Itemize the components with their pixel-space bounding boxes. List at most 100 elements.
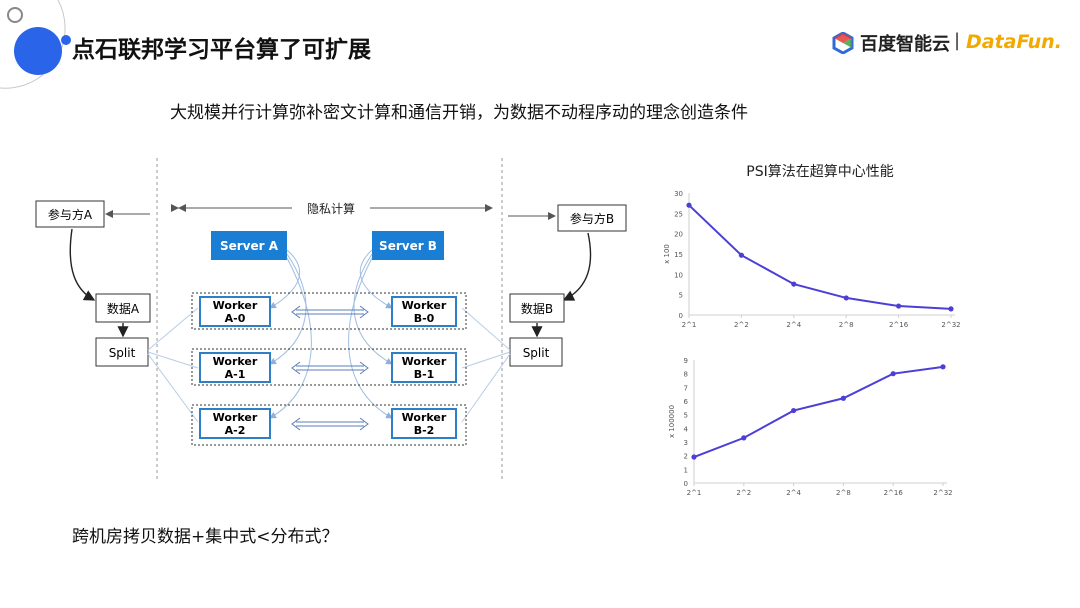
split-a-box [95, 337, 149, 367]
worker-a-2-box [199, 408, 271, 439]
worker-b-2-line1: Worker [402, 411, 447, 424]
chart-2-y-tick-9: 9 [684, 357, 688, 365]
chart-1-x-tick-2: 2^4 [786, 321, 801, 329]
slide-footer: 跨机房拷贝数据+集中式<分布式？ [72, 527, 339, 547]
chart-1-y-tick-6: 30 [674, 190, 683, 198]
deco-ring [7, 7, 23, 23]
split-fan-lines [147, 307, 511, 423]
federated-architecture-diagram: 隐私计算 参与方A 参与方B 数据A 数据B Split Split Serve… [35, 158, 627, 480]
data-b-box [509, 293, 565, 323]
server-b-label: Server B [379, 239, 437, 253]
chart-2-point-3 [840, 395, 846, 401]
chart-2-x-tick-1: 2^2 [736, 489, 751, 497]
chart-2-y-tick-0: 0 [684, 480, 688, 488]
server-a-box [211, 231, 287, 260]
slide-subtitle: 大规模并行计算弥补密文计算和通信开销，为数据不动程序动的理念创造条件 [170, 103, 748, 123]
server-b-box [372, 231, 444, 260]
server-a-label: Server A [220, 239, 279, 253]
exchange-arrow-row-0 [291, 305, 369, 319]
deco-small-dot [61, 35, 71, 45]
worker-row-2 [191, 404, 467, 446]
chart-1-point-1 [738, 252, 744, 258]
worker-a-1-line2: A-1 [225, 368, 246, 381]
party-b-label: 参与方B [570, 211, 614, 226]
chart-2-y-tick-1: 1 [684, 466, 688, 474]
data-a-box [95, 293, 151, 323]
chart-2-series-line [693, 365, 944, 458]
worker-b-1-line1: Worker [402, 355, 447, 368]
worker-a-0-box [199, 296, 271, 327]
chart-1-y-tick-5: 25 [674, 210, 683, 218]
chart-2-x-tick-0: 2^1 [687, 489, 702, 497]
chart-1-point-3 [843, 295, 849, 301]
chart-2-point-0 [691, 454, 697, 460]
corner-decoration [0, 0, 71, 89]
worker-a-1-line1: Worker [213, 355, 258, 368]
chart-2-y-tick-6: 6 [684, 398, 689, 406]
party-a-box [35, 200, 105, 228]
chart-1-point-5 [948, 306, 954, 312]
data-a-label: 数据A [107, 301, 140, 316]
baidu-logo-text: 百度智能云 [860, 34, 950, 55]
chart-2-y-tick-2: 2 [684, 453, 688, 461]
worker-exchange-arrows [291, 305, 369, 431]
data-b-label: 数据B [521, 301, 553, 316]
logo-separator: | [954, 30, 961, 51]
worker-b-1-box [391, 352, 457, 383]
chart-2-y-tick-7: 7 [684, 384, 688, 392]
chart-1-y-tick-1: 5 [679, 292, 683, 300]
baidu-cloud-icon [832, 32, 854, 54]
chart-1-point-0 [686, 202, 692, 208]
chart-2-x-tick-5: 2^32 [933, 489, 952, 497]
chart-1-x-tick-1: 2^2 [734, 321, 749, 329]
worker-b-0-line1: Worker [402, 299, 447, 312]
datafun-logo: DataFun. [966, 31, 1062, 53]
worker-b-0-line2: B-0 [414, 312, 435, 325]
chart-1-title: PSI算法在超算中心性能 [746, 164, 893, 180]
chart-1-y-tick-0: 0 [679, 312, 683, 320]
chart-1-x-tick-0: 2^1 [682, 321, 697, 329]
chart-1-y-label: x 100 [663, 244, 671, 264]
chart-1-x-tick-5: 2^32 [941, 321, 960, 329]
worker-b-0-box [391, 296, 457, 327]
chart-1-x-tick-4: 2^16 [889, 321, 909, 329]
split-a-label: Split [109, 346, 136, 360]
exchange-arrow-row-2 [291, 417, 369, 431]
exchange-arrow-row-1 [291, 361, 369, 375]
chart-2-x-tick-4: 2^16 [884, 489, 904, 497]
worker-b-2-line2: B-2 [414, 424, 435, 437]
party-b-to-data-arrow [562, 232, 592, 301]
server-worker-lines [269, 249, 393, 419]
chart-2-point-4 [890, 371, 896, 377]
chart-1-x-tick-3: 2^8 [839, 321, 854, 329]
chart-1-point-4 [896, 303, 902, 309]
chart-2-y-tick-3: 3 [684, 439, 688, 447]
chart-2-y-tick-8: 8 [684, 371, 688, 379]
privacy-label: 隐私计算 [307, 201, 355, 216]
privacy-arrowhead-left [178, 204, 186, 212]
baidu-logo: 百度智能云 [832, 28, 950, 58]
chart-2-point-1 [741, 435, 747, 441]
split-b-label: Split [523, 346, 550, 360]
worker-a-2-line2: A-2 [225, 424, 246, 437]
party-a-label: 参与方A [48, 207, 93, 222]
chart-1-series-line [688, 204, 952, 310]
split-b-box [509, 337, 563, 367]
chart-1-y-tick-2: 10 [674, 271, 683, 279]
worker-row-0 [191, 292, 467, 330]
chart-2-x-tick-2: 2^4 [786, 489, 801, 497]
chart-2-y-label: x 100000 [668, 405, 676, 438]
chart-2-x-tick-3: 2^8 [836, 489, 851, 497]
chart-2-y-tick-5: 5 [684, 412, 688, 420]
worker-a-1-box [199, 352, 271, 383]
worker-b-2-box [391, 408, 457, 439]
chart-2-point-2 [791, 407, 797, 414]
worker-b-1-line2: B-1 [414, 368, 435, 381]
worker-row-1 [191, 348, 467, 386]
party-b-box [557, 204, 627, 232]
chart-1-y-tick-4: 20 [674, 231, 683, 239]
chart-2-point-5 [940, 364, 946, 370]
